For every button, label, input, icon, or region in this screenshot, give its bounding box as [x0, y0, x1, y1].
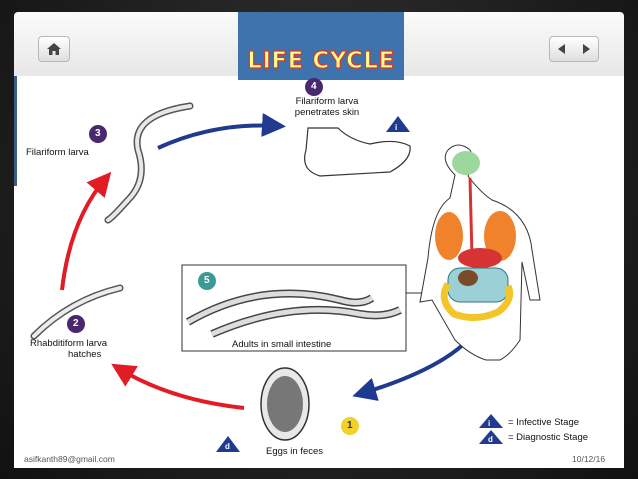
arrow-2-to-3 [60, 171, 112, 291]
stage-3-number: 3 [95, 128, 101, 139]
stage-1-circle [341, 417, 359, 435]
foot-illustration [304, 127, 411, 177]
diagnostic-badge-letter: d [225, 442, 230, 451]
footer-date: 10/12/16 [572, 454, 606, 464]
legend-diagnostic-letter: d [488, 435, 493, 444]
stage-5-circle [198, 272, 216, 290]
title-box: LIFE CYCLE [238, 12, 404, 80]
stage-4-number: 4 [311, 81, 317, 92]
legend-infective-icon [479, 414, 503, 428]
legend-infective-letter: i [488, 419, 491, 428]
human-body-illustration [419, 144, 541, 361]
arrow-left-icon[interactable] [556, 43, 568, 55]
arrow-1-to-2 [111, 363, 245, 410]
stage-2-number: 2 [73, 318, 79, 329]
infective-badge-icon [386, 116, 410, 132]
stage-2-label: Rhabditiform larva hatches [30, 338, 160, 360]
stage-1-number: 1 [347, 420, 353, 431]
stage-4-label-line2: penetrates skin [294, 107, 360, 118]
infective-badge-letter: i [395, 123, 398, 132]
arrow-right-icon[interactable] [580, 43, 592, 55]
home-button[interactable] [38, 36, 70, 62]
footer-email: asifkanth89@gmail.com [24, 454, 115, 464]
filariform-larva-illustration [104, 102, 194, 224]
diagnostic-badge-icon-stage1 [216, 436, 240, 452]
stage-3-circle [89, 125, 107, 143]
stage-5-number: 5 [204, 275, 210, 286]
legend-diagnostic-icon [479, 430, 503, 444]
home-icon [47, 43, 61, 55]
page-title: LIFE CYCLE [247, 47, 395, 74]
arrow-3-to-4 [157, 113, 286, 150]
stage-2-circle [67, 315, 85, 333]
stage-4-label: Filariform larva penetrates skin [283, 96, 371, 118]
stage-5-label: Adults in small intestine [232, 339, 332, 350]
stage-2-label-line1: Rhabditiform larva [30, 338, 108, 349]
legend-infective-text: = Infective Stage [508, 417, 580, 428]
slide-nav-buttons [549, 36, 599, 62]
stage-4-circle [305, 78, 323, 96]
stage-1-label: Eggs in feces [266, 446, 324, 457]
stage-3-label: Filariform larva [26, 147, 89, 158]
stage-4-label-line1: Filariform larva [295, 96, 359, 107]
stage-2-label-line2: hatches [68, 349, 102, 360]
legend-diagnostic-text: = Diagnostic Stage [508, 432, 589, 443]
left-accent-stripe [14, 76, 17, 186]
